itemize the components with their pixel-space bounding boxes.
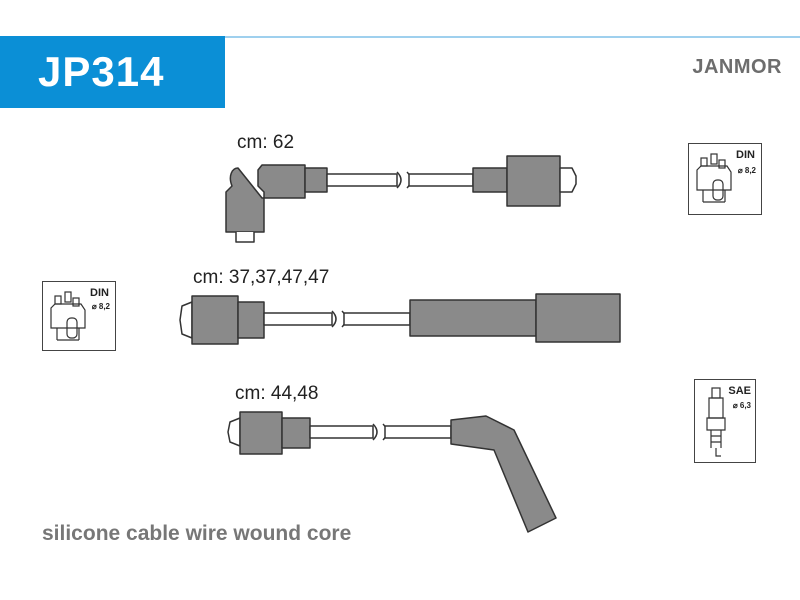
cable-2-boot-left	[191, 295, 239, 345]
distributor-cap-icon	[50, 291, 86, 341]
cable-1-angled-boot	[225, 164, 306, 233]
header-divider	[225, 36, 800, 38]
cable-1-length-label: cm: 62	[237, 132, 295, 153]
cable-1-angled-terminal	[235, 232, 255, 243]
cable-1-wire-left	[326, 173, 398, 187]
cable-3-collar-left	[281, 417, 311, 449]
cable-description: silicone cable wire wound core	[42, 522, 352, 545]
cable-2-terminal-left	[179, 301, 193, 339]
cable-1	[225, 155, 577, 243]
cable-3-wire-left	[309, 425, 374, 439]
connector-box-right-top: DIN ⌀ 8,2	[688, 143, 762, 215]
cable-2-wire-left	[263, 312, 333, 326]
cable-2-length-label: cm: 37,37,47,47	[193, 267, 330, 288]
connector-box-left: DIN ⌀ 8,2	[42, 281, 116, 351]
cable-3-angled-boot	[450, 415, 557, 533]
cable-1-terminal	[559, 167, 577, 193]
cable-3-terminal-left	[227, 417, 241, 447]
product-code: JP314	[0, 36, 225, 108]
connector-diameter: ⌀ 6,3	[732, 401, 751, 410]
connector-standard: SAE	[728, 385, 751, 397]
cable-1-boot-collar	[304, 167, 328, 193]
spark-plug-icon	[706, 387, 726, 457]
cable-1-straight-collar	[472, 167, 508, 193]
cable-3-boot-left	[239, 411, 283, 455]
cable-3-length-label: cm: 44,48	[235, 383, 319, 404]
distributor-cap-icon	[696, 153, 732, 203]
cable-1-wire-right	[408, 173, 474, 187]
cable-2-long-boot	[409, 299, 537, 337]
cable-2-boot-right	[535, 293, 621, 343]
cable-3	[227, 411, 557, 533]
cable-3-wire-right	[384, 425, 452, 439]
connector-diameter: ⌀ 8,2	[737, 166, 756, 175]
connector-diameter: ⌀ 8,2	[91, 302, 110, 311]
connector-standard: DIN	[90, 287, 109, 299]
cable-1-straight-boot	[506, 155, 561, 207]
cable-2-wire-right	[343, 312, 411, 326]
cable-2-collar-left	[237, 301, 265, 339]
brand-name: JANMOR	[692, 56, 782, 78]
connector-standard: DIN	[736, 149, 755, 161]
cable-2	[179, 293, 621, 345]
connector-box-right-bottom: SAE ⌀ 6,3	[694, 379, 756, 463]
